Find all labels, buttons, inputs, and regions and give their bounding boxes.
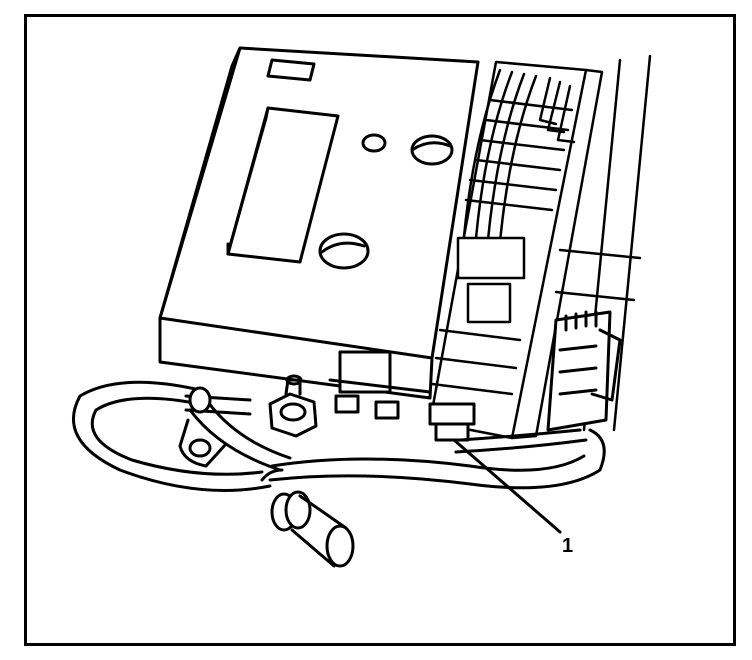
mounting-tab — [178, 418, 228, 468]
module-connectors — [328, 350, 432, 420]
wiring-rack — [428, 54, 652, 440]
side-connectors — [546, 310, 622, 432]
target-connector — [428, 402, 476, 442]
mounting-nut — [268, 374, 318, 438]
callout-label-1: 1 — [562, 535, 574, 557]
callout-leader-1 — [452, 438, 562, 534]
antenna-plug — [260, 468, 355, 568]
module-housing — [158, 46, 480, 400]
wiring-harness-loop — [71, 380, 606, 492]
